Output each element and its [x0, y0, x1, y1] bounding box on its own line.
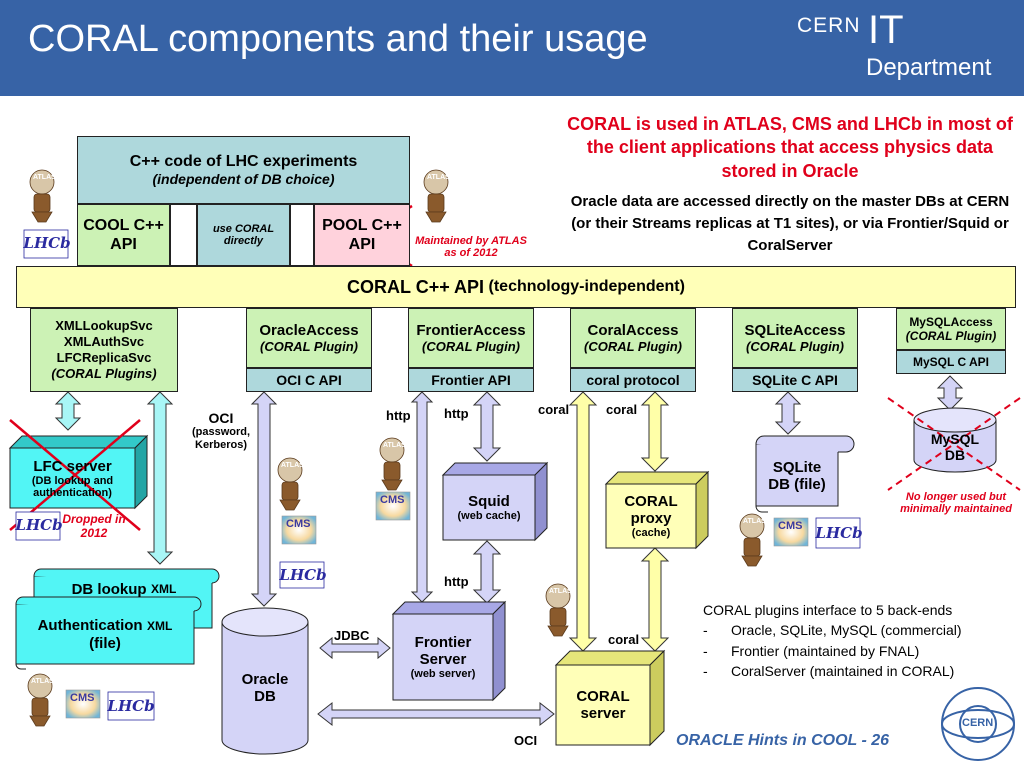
mysql-access-box: MySQLAccess (CORAL Plugin) — [896, 308, 1006, 350]
cms-badges — [65, 491, 809, 719]
header-bar — [0, 0, 1024, 96]
cms-logo: CMS — [778, 520, 803, 532]
page-title: CORAL components and their usage — [28, 18, 648, 60]
http-label-1: http — [386, 408, 411, 423]
coral-server-3d — [554, 649, 666, 747]
lhcb-boxes — [15, 229, 861, 721]
notes-item: -CoralServer (maintained in CORAL) — [703, 662, 955, 679]
lfc-plugins-box: XMLLookupSvc XMLAuthSvc LFCReplicaSvc (C… — [30, 308, 178, 392]
http-label-2: http — [444, 406, 469, 421]
coral-label-2: coral — [606, 402, 638, 417]
lhcb-logo: LHCb — [15, 516, 63, 534]
lhcb-logo: LHCb — [107, 697, 155, 715]
notes-title: CORAL plugins interface to 5 back-ends — [703, 602, 953, 618]
frontier-server-label: Frontier Server (web server) — [410, 634, 476, 680]
oracle-access-box: OracleAccess (CORAL Plugin) — [246, 308, 372, 368]
sqlite-c-api-box: SQLite C API — [732, 368, 858, 392]
coral-proxy-3d — [604, 470, 710, 550]
http-label-3: http — [444, 574, 469, 589]
coral-label-3: coral — [608, 632, 640, 647]
arrow-coral-proxy — [640, 391, 670, 472]
arrow-lfc-plugins-xml — [146, 391, 174, 565]
arrow-jdbc — [319, 636, 391, 660]
it-logo-text: IT — [868, 8, 904, 52]
arrow-oci-oracle — [250, 391, 278, 607]
arrow-mysql — [936, 375, 964, 411]
coral-protocol-box: coral protocol — [570, 368, 696, 392]
coral-label-1: coral — [538, 402, 570, 417]
db-lookup-label: DB lookup XML — [71, 580, 177, 598]
gap-box — [170, 204, 197, 266]
arrow-proxy-server — [640, 547, 670, 652]
atlas-logo: ATLAS — [31, 678, 54, 685]
atlas-logo: ATLAS — [383, 442, 406, 449]
mysql-db-label: MySQL DB — [930, 431, 980, 463]
cms-logo: CMS — [286, 518, 311, 530]
lhcb-logo: LHCb — [23, 234, 71, 252]
cms-logo: CMS — [380, 494, 405, 506]
squid-3d — [441, 461, 549, 542]
coral-server-label: CORAL server — [576, 688, 630, 722]
pool-maintained-note: Maintained by ATLAS as of 2012 — [415, 235, 527, 259]
coral-access-box: CoralAccess (CORAL Plugin) — [570, 308, 696, 368]
lfc-dropped-note: Dropped in 2012 — [62, 512, 126, 540]
oci-bottom-label: OCI — [514, 733, 538, 748]
atlas-logo: ATLAS — [281, 462, 304, 469]
arrow-oci-bottom — [317, 701, 555, 727]
lhcb-logo: LHCb — [815, 524, 863, 542]
authentication-label: Authentication XML (file) — [37, 616, 173, 652]
frontier-api-box: Frontier API — [408, 368, 534, 392]
pool-api-box: POOL C++ API — [314, 204, 410, 266]
oci-c-api-box: OCI C API — [246, 368, 372, 392]
authentication-scroll — [15, 596, 202, 670]
cern-logo-text: CERN — [797, 14, 861, 37]
arrow-sqlite — [774, 391, 802, 435]
atlas-logo: ATLAS — [743, 518, 766, 525]
cpp-code-box: C++ code of LHC experiments (independent… — [77, 136, 410, 204]
gap-box-2 — [290, 204, 314, 266]
footer-text: ORACLE Hints in COOL - 26 — [676, 732, 890, 749]
oci-connection-label: OCI (password, Kerberos) — [191, 409, 251, 451]
mysql-cross-a — [887, 397, 1021, 491]
sqlite-access-box: SQLiteAccess (CORAL Plugin) — [732, 308, 858, 368]
notes-item: -Frontier (maintained by FNAL) — [703, 642, 920, 659]
arrow-coral-server — [568, 391, 598, 652]
arrow-http-frontier — [410, 391, 434, 603]
sqlite-db-label: SQLite DB (file) — [768, 459, 826, 493]
frontier-access-box: FrontierAccess (CORAL Plugin) — [408, 308, 534, 368]
department-logo-text: Department — [866, 54, 992, 81]
lfc-server-label: LFC server (DB lookup and authentication… — [31, 457, 114, 499]
oracle-db-label: Oracle DB — [241, 671, 289, 705]
coral-proxy-label: CORAL proxy (cache) — [624, 493, 678, 539]
atlas-logo: ATLAS — [33, 174, 56, 181]
atlas-logo: ATLAS — [549, 588, 572, 595]
mysql-db-cylinder — [913, 407, 997, 473]
cern-footer-logo-graphic — [941, 687, 1015, 761]
squid-label: Squid (web cache) — [457, 493, 521, 522]
intro-headline: CORAL is used in ATLAS, CMS and LHCb in … — [567, 113, 1013, 181]
jdbc-label: JDBC — [334, 628, 370, 643]
oracle-db-cylinder — [221, 607, 309, 755]
notes-item: -Oracle, SQLite, MySQL (commercial) — [703, 622, 962, 639]
atlas-figures — [27, 169, 765, 727]
frontier-server-3d — [391, 600, 507, 702]
mysql-note: No longer used but minimally maintained — [900, 491, 1012, 515]
mysql-c-api-box: MySQL C API — [896, 350, 1006, 374]
arrow-http-squid — [472, 391, 502, 462]
coral-api-bar: CORAL C++ API (technology-independent) — [16, 266, 1016, 308]
notes-block: CORAL plugins interface to 5 back-ends -… — [703, 600, 1021, 681]
mysql-cross-b — [887, 397, 1021, 491]
cms-logo: CMS — [70, 692, 95, 704]
arrow-squid-frontier — [472, 540, 502, 604]
arrow-lfc-plugins-server — [54, 391, 82, 431]
cern-footer-logo: CERN — [962, 717, 994, 729]
lhcb-logo: LHCb — [279, 566, 327, 584]
use-coral-box: use CORAL directly — [197, 204, 290, 266]
cool-api-box: COOL C++ API — [77, 204, 170, 266]
intro-body: Oracle data are accessed directly on the… — [570, 193, 1010, 254]
atlas-logo: ATLAS — [427, 174, 450, 181]
sqlite-scroll — [755, 435, 855, 513]
